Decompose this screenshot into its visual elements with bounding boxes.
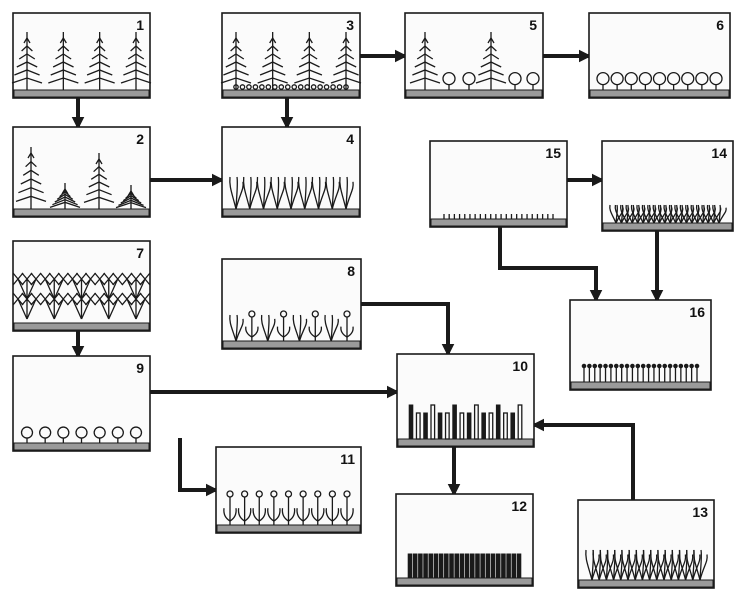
ground-strip xyxy=(14,443,149,450)
panel-number-15: 15 xyxy=(545,145,561,161)
arrow-9-to-11 xyxy=(180,438,216,490)
panel-number-14: 14 xyxy=(711,145,727,161)
arrow-8-to-10 xyxy=(361,304,448,354)
stage-panel-14: 14 xyxy=(602,141,733,231)
ground-strip xyxy=(14,323,149,330)
stage-panel-5: 5 xyxy=(405,13,543,98)
panel-number-4: 4 xyxy=(346,131,354,147)
arrows-layer xyxy=(78,56,657,500)
panel-number-12: 12 xyxy=(511,498,527,514)
ground-strip xyxy=(579,580,713,587)
stage-panel-3: 3 xyxy=(221,13,361,98)
stage-panel-4: 4 xyxy=(222,127,360,217)
stage-panel-7: 7 xyxy=(13,241,150,331)
panel-frame xyxy=(222,259,361,349)
stage-panel-11: 11 xyxy=(216,447,361,533)
stage-panel-9: 9 xyxy=(13,356,150,451)
ground-strip xyxy=(571,382,710,389)
ground-strip xyxy=(14,209,149,216)
panel-frame xyxy=(13,356,150,451)
ground-strip xyxy=(431,219,566,226)
stage-panel-6: 6 xyxy=(589,13,730,98)
ground-strip xyxy=(223,209,359,216)
stage-panel-8: 8 xyxy=(222,259,361,349)
arrow-15-to-16 xyxy=(500,227,596,300)
ground-strip xyxy=(217,525,360,532)
panel-number-11: 11 xyxy=(340,451,355,467)
panel-frame xyxy=(405,13,543,98)
stage-panel-13: 13 xyxy=(578,500,714,588)
ground-strip xyxy=(603,223,732,230)
panel-number-9: 9 xyxy=(136,360,144,376)
stage-panel-1: 1 xyxy=(12,13,151,98)
panel-number-1: 1 xyxy=(136,17,144,33)
panel-number-7: 7 xyxy=(136,245,144,261)
ground-strip xyxy=(397,578,532,585)
ground-strip xyxy=(590,90,729,97)
panel-number-13: 13 xyxy=(692,504,708,520)
stage-panel-2: 2 xyxy=(13,127,150,217)
ground-strip xyxy=(14,90,149,97)
panel-number-3: 3 xyxy=(346,17,354,33)
ground-strip xyxy=(223,90,359,97)
stage-panel-15: 15 xyxy=(430,141,567,227)
panel-number-16: 16 xyxy=(689,304,705,320)
panel-number-10: 10 xyxy=(512,358,528,374)
stage-panel-10: 10 xyxy=(397,354,534,447)
stage-panel-16: 16 xyxy=(570,300,711,390)
panel-frame xyxy=(13,13,150,98)
panel-number-2: 2 xyxy=(136,131,144,147)
panel-number-8: 8 xyxy=(347,263,355,279)
arrow-13-to-10 xyxy=(534,425,633,500)
ground-strip xyxy=(398,439,533,446)
panel-number-6: 6 xyxy=(716,17,724,33)
ground-strip xyxy=(223,341,360,348)
panel-number-5: 5 xyxy=(529,17,537,33)
ground-strip xyxy=(406,90,542,97)
stage-panel-12: 12 xyxy=(396,494,533,586)
